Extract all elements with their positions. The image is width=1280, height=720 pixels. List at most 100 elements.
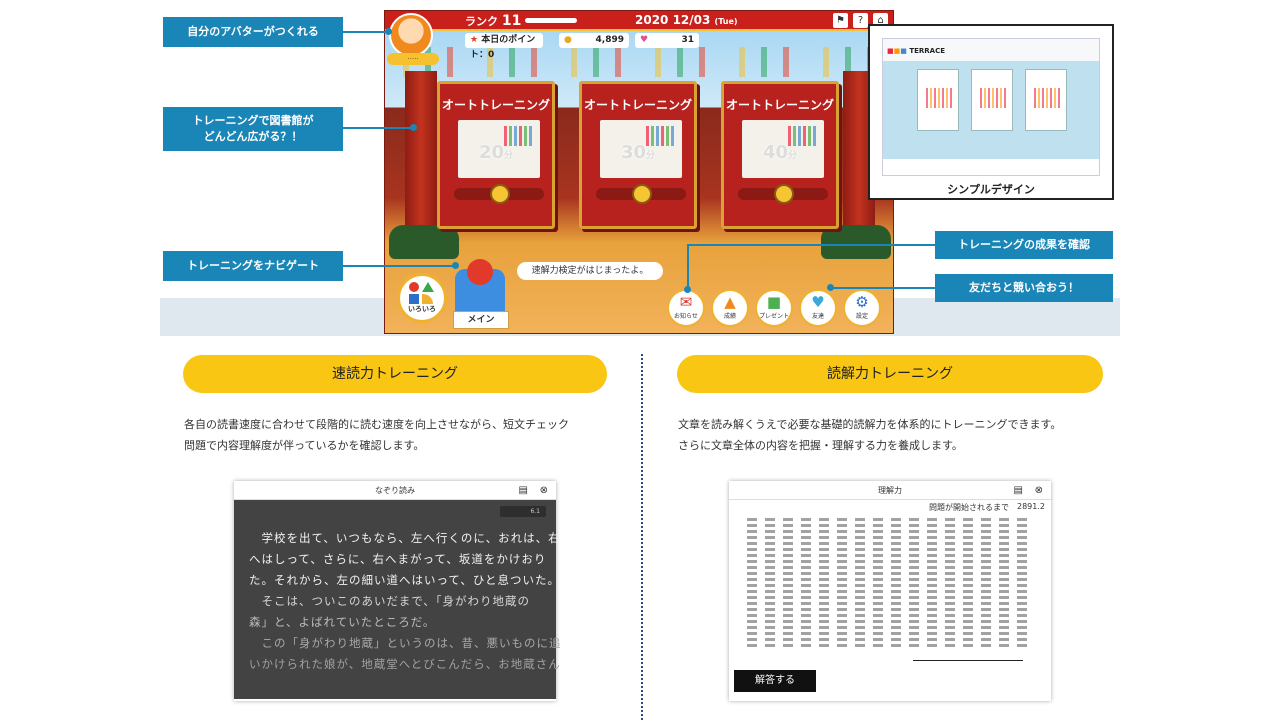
leader-results-vertical — [687, 244, 689, 288]
leader-dot — [684, 286, 691, 293]
vertical-text-column — [837, 518, 847, 650]
news-button[interactable]: ✉ お知らせ — [667, 289, 705, 327]
speed-reading-title: 速読力トレーニング — [183, 355, 607, 393]
leader-avatar — [343, 31, 388, 33]
vertical-text-column — [819, 518, 829, 650]
game-top-bar: ランク 11 2020 12/03 (Tue) ⚑ ? ⌂ — [385, 11, 893, 31]
heart-count: ♥31 — [635, 33, 699, 48]
grades-label: 成績 — [723, 313, 736, 320]
callout-avatar: 自分のアバターがつくれる — [163, 17, 343, 47]
vertical-text-column — [999, 518, 1009, 650]
grades-button[interactable]: ▲ 成績 — [711, 289, 749, 327]
inset-content — [883, 61, 1099, 161]
magnifier-icon — [632, 184, 652, 204]
friends-button[interactable]: ♥ 友達 — [799, 289, 837, 327]
book-minutes: 30分 — [620, 142, 656, 163]
vertical-text-column — [1017, 518, 1027, 650]
text-line: この「身がわり地蔵」というのは、昔、悪いものに追 — [249, 636, 562, 650]
reader-title: 理解力 — [878, 486, 902, 495]
star-icon: ★ — [470, 35, 479, 45]
inset-logo: ■■■ TERRACE — [887, 47, 945, 55]
book-auto-training-30[interactable]: オートトレーニング 30分 — [579, 81, 697, 229]
sofa-right — [821, 225, 891, 259]
vertical-text-column — [801, 518, 811, 650]
leader-library — [343, 127, 413, 129]
help-icon[interactable]: ? — [853, 13, 868, 28]
reading-timer: 6.1 — [500, 506, 546, 517]
shapes-icon — [409, 282, 435, 304]
leader-dot — [385, 28, 392, 35]
message-icon: ✉ — [679, 293, 693, 311]
book-page — [458, 120, 540, 178]
avatar[interactable] — [389, 13, 433, 57]
book-auto-training-20[interactable]: オートトレーニング 20分 — [437, 81, 555, 229]
settings-button[interactable]: ⚙ 設定 — [843, 289, 881, 327]
points-bar: ★ 本日のポイント：0 ●4,899 ♥31 — [465, 33, 700, 60]
countdown-value: 2891.2 — [1017, 502, 1045, 511]
vertical-text-column — [747, 518, 757, 650]
book-title: オートトレーニング — [583, 98, 692, 112]
section-divider — [641, 354, 643, 720]
rank-display: ランク 11 — [465, 13, 522, 29]
callout-library-line2: どんどん広がる？！ — [203, 130, 303, 143]
simple-design-inset: ■■■ TERRACE シンプルデザイン — [868, 24, 1114, 200]
comprehension-description: 文章を読み解くうえで必要な基礎的読解力を体系的にトレーニングできます。 さらに文… — [678, 418, 1062, 452]
book-minutes: 20分 — [478, 142, 514, 163]
book-minutes: 40分 — [762, 142, 798, 163]
inset-screenshot: ■■■ TERRACE — [882, 38, 1100, 176]
vertical-text-column — [945, 518, 955, 650]
text-line: た。それから、左の細い道へはいって、ひと息ついた。 — [249, 573, 561, 587]
main-tab[interactable]: メイン — [453, 311, 509, 329]
countdown-label: 問題が開始されるまで — [929, 503, 1009, 512]
vertical-text-column — [855, 518, 865, 650]
inset-card — [971, 69, 1013, 131]
navigator-character[interactable] — [455, 259, 505, 315]
book-icon[interactable]: ▤ — [1013, 485, 1023, 496]
vertical-text-column — [783, 518, 793, 650]
rank-progress-bar — [525, 18, 577, 23]
close-icon[interactable]: ⊗ — [539, 485, 548, 496]
friends-label: 友達 — [811, 313, 824, 320]
book-title: オートトレーニング — [441, 98, 550, 112]
iroiro-button[interactable]: いろいろ — [397, 273, 447, 323]
sofa-left — [389, 225, 459, 259]
coin-count: ●4,899 — [559, 33, 629, 48]
gift-icon: ■ — [766, 293, 782, 311]
callout-library: トレーニングで図書館がどんどん広がる？！ — [163, 107, 343, 151]
text-line: 森」と、よばれていたところだ。 — [249, 615, 436, 629]
daily-points: ★ 本日のポイント：0 — [465, 33, 543, 60]
comprehension-title: 読解力トレーニング — [677, 355, 1103, 393]
answer-button[interactable]: 解答する — [734, 670, 816, 692]
reader-header: なぞり読み ▤ ⊗ — [234, 481, 556, 500]
text-line: 学校を出て、いつもなら、左へ行くのに、おれは、右 — [249, 531, 561, 545]
book-page — [742, 120, 824, 178]
text-line: いかけられた娘が、地蔵堂へとびこんだら、お地蔵さん — [249, 657, 561, 671]
curtain-left — [405, 71, 437, 251]
date-display: 2020 12/03 (Tue) — [635, 13, 738, 27]
inset-card — [917, 69, 959, 131]
book-auto-training-40[interactable]: オートトレーニング 40分 — [721, 81, 839, 229]
reading-text-area: 6.1 学校を出て、いつもなら、左へ行くのに、おれは、右 へはしって、さらに、右… — [234, 500, 561, 699]
book-page — [600, 120, 682, 178]
reader-header: 理解力 ▤ ⊗ — [729, 481, 1051, 500]
run-icon[interactable]: ⚑ — [833, 13, 848, 28]
callout-library-line1: トレーニングで図書館が — [192, 113, 314, 127]
game-screenshot: ランク 11 2020 12/03 (Tue) ⚑ ? ⌂ ★ 本日のポイント：… — [384, 10, 894, 334]
speed-reading-description: 各自の読書速度に合わせて段階的に読む速度を向上させながら、短文チェック 問題で内… — [184, 418, 569, 452]
news-label: お知らせ — [674, 313, 698, 320]
callout-friends: 友だちと競い合おう！ — [935, 274, 1113, 302]
speech-bubble: 速解力検定がはじまったよ。 — [517, 262, 663, 280]
book-icon[interactable]: ▤ — [518, 485, 528, 496]
book-title: オートトレーニング — [725, 98, 834, 112]
text-line: そこは、ついこのあいだまで、「身がわり地蔵の — [249, 594, 531, 608]
leader-friends — [830, 287, 935, 289]
vertical-text-column — [927, 518, 937, 650]
avatar-label: ····· — [387, 53, 439, 65]
heart-icon: ♥ — [811, 293, 825, 311]
callout-navigate: トレーニングをナビゲート — [163, 251, 343, 281]
present-button[interactable]: ■ プレゼント — [755, 289, 793, 327]
close-icon[interactable]: ⊗ — [1034, 485, 1043, 496]
leader-dot — [452, 262, 459, 269]
heart-icon: ♥ — [640, 35, 649, 45]
